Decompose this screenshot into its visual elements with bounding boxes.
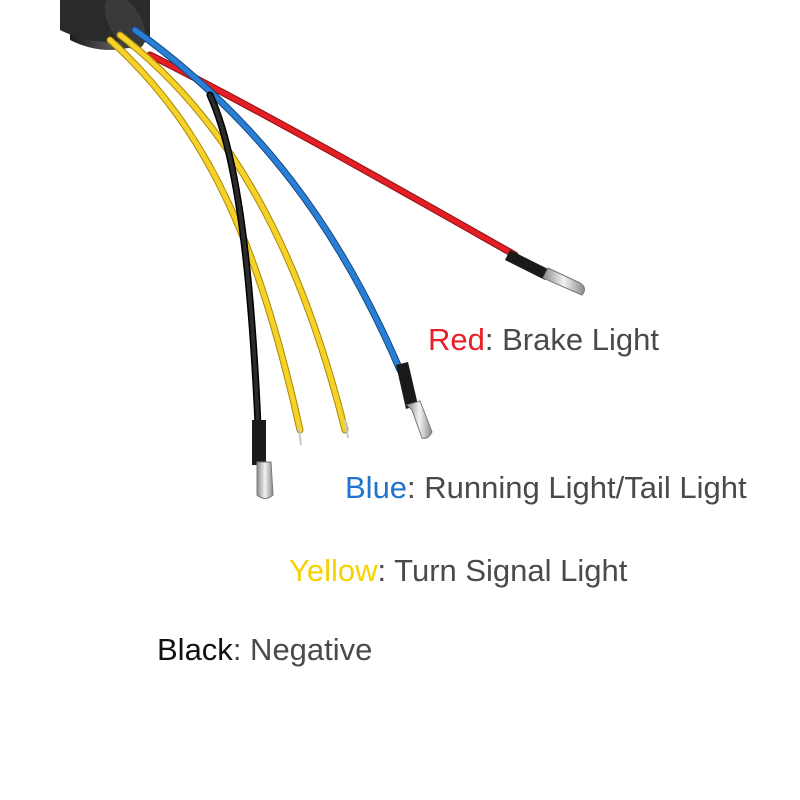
- legend-black-separator: :: [232, 632, 242, 667]
- legend-black-label: Black: [157, 632, 233, 667]
- legend-yellow-description: Turn Signal Light: [386, 553, 628, 588]
- legend-red-description: Brake Light: [493, 322, 659, 357]
- legend-black-description: Negative: [241, 632, 373, 667]
- cable-jacket: [60, 0, 150, 50]
- legend-yellow-label: Yellow: [289, 553, 378, 588]
- legend-blue-label: Blue: [345, 470, 408, 505]
- legend-yellow-line: Yellow: Turn Signal Light: [289, 555, 627, 586]
- yellow-wire-2: [106, 36, 304, 446]
- yellow-wire-1: [116, 31, 349, 439]
- legend-blue-separator: :: [407, 470, 416, 505]
- legend-yellow-separator: :: [377, 553, 387, 588]
- blue-wire: [131, 26, 433, 439]
- legend-black-line: Black: Negative: [157, 634, 372, 665]
- red-wire-terminal: [505, 250, 586, 296]
- black-wire-terminal: [252, 420, 274, 499]
- legend-red-line: Red: Brake Light: [428, 324, 659, 355]
- legend-blue-description: Running Light/Tail Light: [415, 470, 747, 505]
- legend-blue-line: Blue: Running Light/Tail Light: [345, 472, 747, 503]
- blue-wire-terminal: [396, 362, 433, 439]
- legend-red-label: Red: [428, 322, 485, 357]
- legend-red-separator: :: [484, 322, 494, 357]
- black-wire: [206, 91, 274, 499]
